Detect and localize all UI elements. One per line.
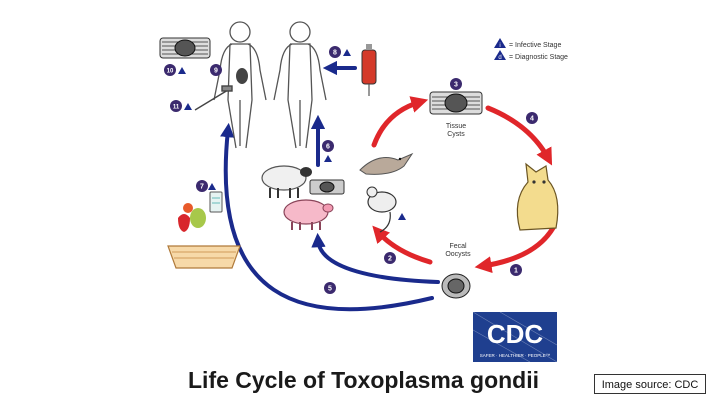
step-marker-8: 8 <box>329 46 341 58</box>
infective-stage-icon <box>494 38 506 48</box>
diagnostic-stage-label: = Diagnostic Stage <box>509 54 568 61</box>
stage-icon-6 <box>324 155 332 162</box>
fruit-icon <box>178 203 206 232</box>
sandbox-icon <box>167 245 241 269</box>
sheep-icon <box>261 165 312 198</box>
stage-icon-10 <box>178 67 186 74</box>
fecal-oocysts-label-1: Fecal <box>449 243 467 250</box>
diagnostic-stage-icon <box>494 50 506 60</box>
arrow-oocysts-to-livestock <box>311 232 440 284</box>
svg-text:7: 7 <box>200 184 204 191</box>
human-figure-right <box>273 21 327 149</box>
pig-icon <box>283 199 334 230</box>
step-marker-10: 10 <box>164 64 176 76</box>
legend: i = Infective Stage d = Diagnostic Stage <box>494 38 568 61</box>
svg-text:9: 9 <box>214 68 218 75</box>
water-glass-icon <box>209 191 223 213</box>
infective-stage-label: = Infective Stage <box>509 42 561 49</box>
svg-text:1: 1 <box>514 268 518 275</box>
infective-stage-glyph: i <box>499 43 500 49</box>
blue-transmission-arrows <box>220 60 440 312</box>
stage-triangles <box>178 49 406 220</box>
diagnostic-stage-glyph: d <box>498 55 501 61</box>
svg-text:11: 11 <box>173 105 180 111</box>
fecal-oocysts-label-2: Oocysts <box>445 251 471 258</box>
tissue-cysts-icon <box>429 91 483 115</box>
bird-icon <box>359 152 414 175</box>
svg-text:2: 2 <box>388 256 392 263</box>
step-markers: 3 4 1 2 5 6 7 8 9 10 11 <box>164 46 538 294</box>
arrow-cat-to-oocysts <box>474 225 556 274</box>
stage-icon-11 <box>184 103 192 110</box>
arrow-hosts-to-cysts <box>371 96 429 148</box>
diagram-title: Life Cycle of Toxoplasma gondii <box>188 367 540 393</box>
step-marker-7: 7 <box>196 180 208 192</box>
cat-icon <box>516 162 559 231</box>
step-marker-9: 9 <box>210 64 222 76</box>
fecal-oocysts-icon <box>441 273 471 299</box>
arrow-cysts-to-cat <box>485 105 553 166</box>
svg-text:5: 5 <box>328 286 332 293</box>
needle-icon <box>194 85 233 111</box>
mouse-icon <box>366 186 397 233</box>
arrow-oocysts-to-hosts <box>372 225 433 265</box>
step-marker-4: 4 <box>526 112 538 124</box>
svg-text:3: 3 <box>454 82 458 89</box>
svg-text:4: 4 <box>530 116 534 123</box>
step-marker-11: 11 <box>170 100 182 112</box>
human-figure-left <box>213 21 267 149</box>
step-marker-3: 3 <box>450 78 462 90</box>
step-marker-1: 1 <box>510 264 522 276</box>
meat-tissue-cyst-icon <box>309 179 345 195</box>
arrow-oocysts-to-humans <box>220 122 434 312</box>
stage-icon-mouse <box>398 213 406 220</box>
stage-icon-8 <box>343 49 351 56</box>
iv-bag-icon <box>361 44 377 96</box>
stage-icon-7 <box>208 183 216 190</box>
step-marker-5: 5 <box>324 282 336 294</box>
svg-text:6: 6 <box>326 144 330 151</box>
fetus-icon <box>236 68 248 84</box>
cdc-logo-tagline: SAFER · HEALTHIER · PEOPLE™ <box>480 353 550 358</box>
tissue-cysts-label-1: Tissue <box>446 123 466 130</box>
cdc-logo-text: CDC <box>487 319 544 349</box>
tissue-cysts-label-2: Cysts <box>447 131 465 138</box>
cdc-logo: CDC SAFER · HEALTHIER · PEOPLE™ <box>472 311 558 363</box>
human-figures <box>213 21 327 149</box>
step-marker-6: 6 <box>322 140 334 152</box>
step-marker-2: 2 <box>384 252 396 264</box>
svg-text:8: 8 <box>333 50 337 57</box>
image-source-note: Image source: CDC <box>594 374 706 394</box>
svg-text:10: 10 <box>167 69 174 75</box>
human-tissue-cyst-icon <box>159 37 211 59</box>
red-cycle-arrows <box>371 96 556 274</box>
